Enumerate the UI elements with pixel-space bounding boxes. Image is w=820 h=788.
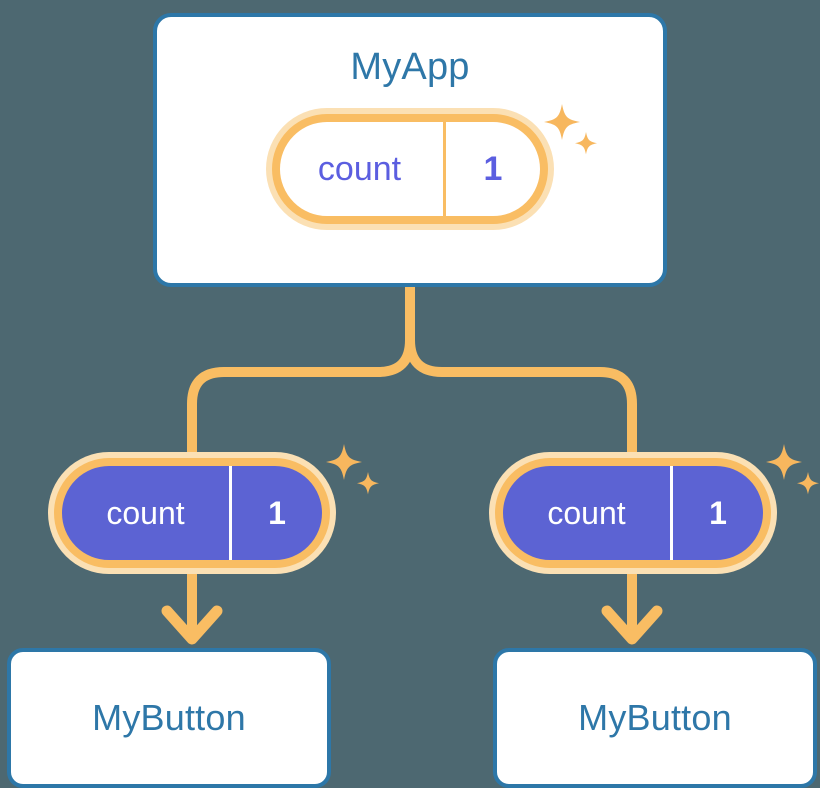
down-arrow-left-icon: [161, 605, 223, 645]
sparkle-small-icon: [357, 472, 379, 495]
sparkle-large-icon: [766, 444, 802, 480]
component-card-mybutton-right[interactable]: MyButton: [493, 648, 817, 788]
state-pill-mybutton-right-inner: count 1: [495, 458, 771, 568]
component-card-mybutton-right-title: MyButton: [578, 697, 732, 738]
state-pill-myapp-value: 1: [443, 122, 540, 216]
state-pill-mybutton-left[interactable]: count 1: [48, 452, 336, 574]
connector-trunk-split: [405, 282, 637, 457]
sparkle-large-icon: [326, 444, 362, 480]
connector-trunk-split-left: [187, 335, 415, 457]
state-pill-mybutton-right-key: count: [547, 495, 626, 531]
state-pill-mybutton-left-value: 1: [229, 466, 322, 560]
state-pill-mybutton-left-inner: count 1: [54, 458, 330, 568]
state-pill-mybutton-left-key: count: [106, 495, 185, 531]
state-pill-myapp[interactable]: count 1: [266, 108, 554, 230]
component-card-mybutton-left-title: MyButton: [92, 697, 246, 738]
component-card-mybutton-left[interactable]: MyButton: [7, 648, 331, 788]
state-pill-mybutton-right-value: 1: [670, 466, 763, 560]
down-arrow-right-icon: [601, 605, 663, 645]
diagram-canvas: MyApp count 1 count 1 MyButton count: [7, 13, 819, 788]
state-pill-myapp-key: count: [317, 150, 402, 188]
component-card-myapp-title: MyApp: [350, 46, 470, 88]
state-pill-mybutton-right[interactable]: count 1: [489, 452, 777, 574]
state-pill-myapp-inner: count 1: [272, 114, 548, 224]
sparkle-small-icon: [797, 472, 819, 495]
